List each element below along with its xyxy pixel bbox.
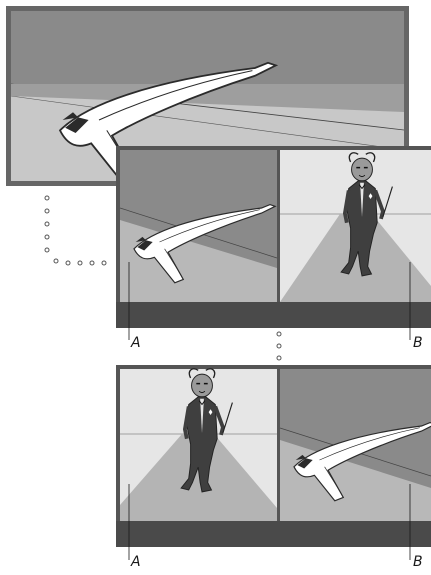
screen-1 bbox=[6, 6, 409, 186]
label-a-screen-3: A bbox=[131, 554, 141, 570]
dotted-connector-2 bbox=[276, 331, 282, 361]
label-a-screen-2: A bbox=[131, 335, 141, 351]
screen-2 bbox=[116, 146, 431, 340]
label-b-screen-2: B bbox=[413, 335, 423, 351]
screen-3 bbox=[116, 365, 431, 560]
dotted-connector-1 bbox=[44, 195, 107, 266]
label-b-screen-3: B bbox=[413, 554, 423, 570]
